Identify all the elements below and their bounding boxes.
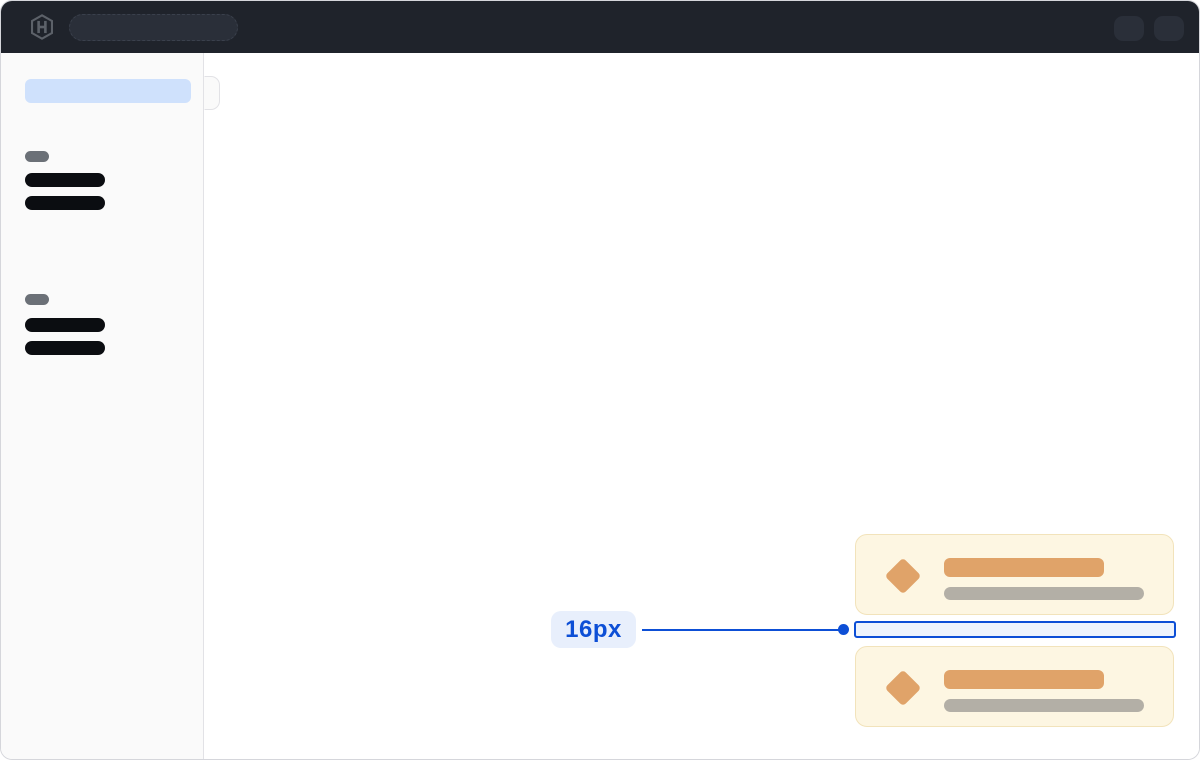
diamond-icon <box>884 669 922 707</box>
sidebar-collapse-toggle[interactable] <box>204 76 220 110</box>
sidebar <box>1 53 204 759</box>
topbar <box>1 1 1199 53</box>
hashicorp-logo-icon[interactable] <box>29 14 55 40</box>
list-item-card-2[interactable] <box>855 646 1174 727</box>
sidebar-active-item[interactable] <box>25 79 191 103</box>
diamond-icon <box>884 557 922 595</box>
sidebar-nav-item-3[interactable] <box>25 318 105 332</box>
card-title-placeholder <box>944 670 1104 689</box>
card-subtitle-placeholder <box>944 699 1144 712</box>
global-search-input[interactable] <box>69 14 238 41</box>
sidebar-section-label-2 <box>25 294 49 305</box>
hashicorp-logo-glyph <box>30 14 54 40</box>
sidebar-nav-item-4[interactable] <box>25 341 105 355</box>
main-content <box>205 53 1199 759</box>
annotation-connector-dot <box>838 624 849 635</box>
gap-highlight-rect <box>854 621 1176 638</box>
topbar-action-placeholder-1[interactable] <box>1114 16 1144 41</box>
sidebar-nav-item-2[interactable] <box>25 196 105 210</box>
annotation-connector-line <box>642 629 842 631</box>
sidebar-nav-item-1[interactable] <box>25 173 105 187</box>
spacing-annotation-label: 16px <box>551 611 636 648</box>
sidebar-section-label-1 <box>25 151 49 162</box>
card-subtitle-placeholder <box>944 587 1144 600</box>
card-title-placeholder <box>944 558 1104 577</box>
list-item-card-1[interactable] <box>855 534 1174 615</box>
topbar-action-placeholder-2[interactable] <box>1154 16 1184 41</box>
